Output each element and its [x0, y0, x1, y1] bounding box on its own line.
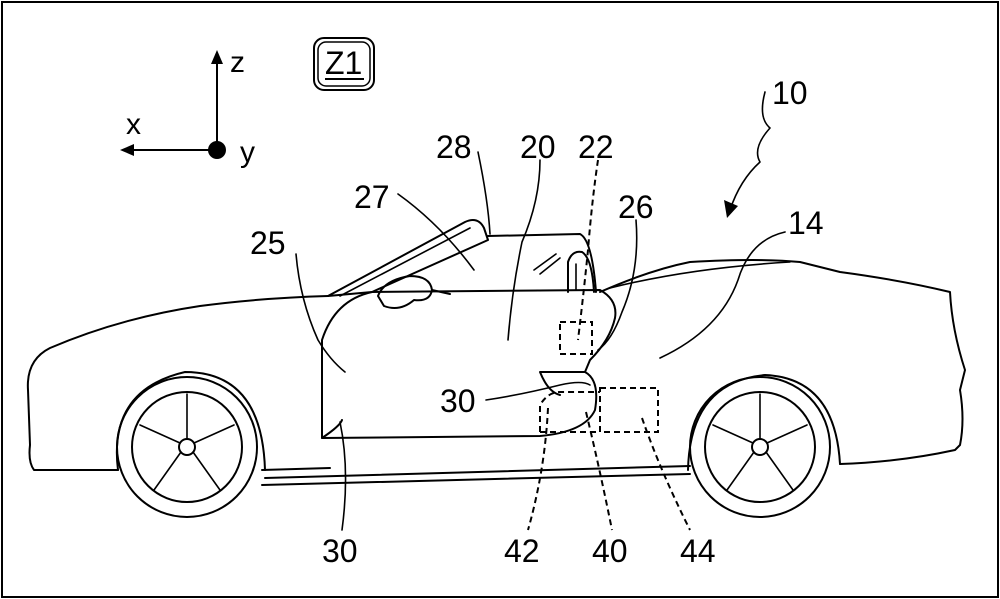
label-42: 42 — [504, 533, 540, 569]
label-30-lower: 30 — [322, 533, 358, 569]
z-axis-arrow — [211, 50, 223, 64]
seat-back — [568, 252, 594, 292]
door-window-outline — [488, 234, 596, 292]
rear-body-outline — [600, 260, 965, 464]
windshield-inner — [340, 228, 470, 296]
label-40: 40 — [592, 533, 628, 569]
rocker-front — [262, 468, 330, 470]
leader-22 — [578, 160, 598, 340]
label-30-upper: 30 — [440, 383, 476, 419]
label-22: 22 — [578, 129, 614, 165]
label-25: 25 — [250, 225, 286, 261]
door-window — [488, 234, 596, 292]
label-44: 44 — [680, 533, 716, 569]
z-axis-label: z — [230, 46, 245, 79]
front-body-outline — [28, 296, 328, 470]
label-20: 20 — [520, 129, 556, 165]
y-axis-dot — [208, 141, 226, 159]
label-26: 26 — [618, 189, 654, 225]
rear-deck-line — [610, 262, 790, 288]
seat — [568, 252, 594, 292]
view-badge: Z1 — [314, 38, 374, 90]
leader-14 — [660, 232, 785, 358]
component-40-outline — [540, 392, 600, 432]
leader-42 — [528, 408, 548, 530]
rear-wheel — [690, 377, 830, 517]
x-axis-arrow — [120, 144, 134, 156]
component-22-box — [560, 322, 592, 354]
leader-10 — [730, 92, 770, 210]
label-10: 10 — [772, 75, 808, 111]
reference-labels: 10 14 20 22 25 26 27 28 30 30 40 42 44 — [250, 75, 824, 569]
component-44-box — [600, 388, 658, 432]
door-hinge-front — [322, 420, 342, 438]
leader-20 — [508, 160, 540, 340]
view-badge-text: Z1 — [325, 45, 362, 81]
car-body — [28, 260, 965, 485]
label-28: 28 — [436, 129, 472, 165]
y-axis-label: y — [240, 136, 255, 169]
x-axis-label: x — [126, 108, 141, 141]
front-wheel — [117, 377, 257, 517]
coordinate-system: z x y — [120, 46, 255, 169]
window-glare — [534, 254, 560, 274]
leader-30-upper — [486, 383, 590, 401]
label-14: 14 — [788, 205, 824, 241]
label-27: 27 — [354, 179, 390, 215]
